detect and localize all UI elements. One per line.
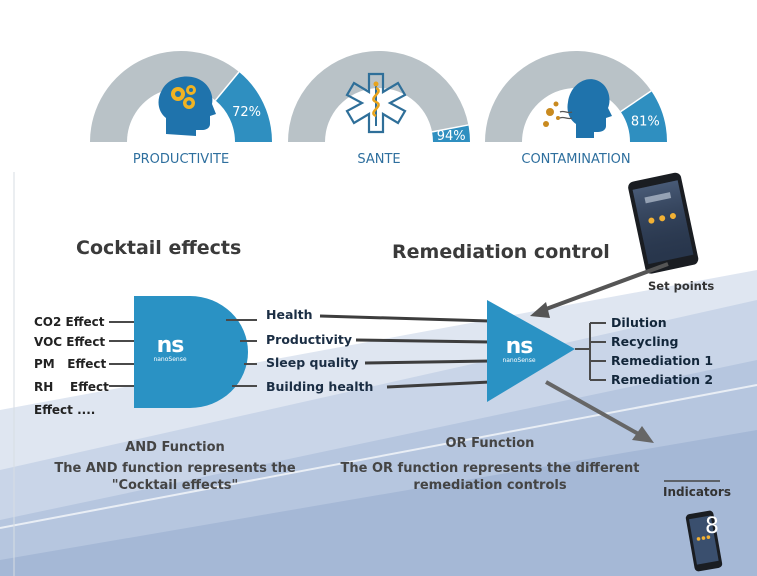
output-recycling: Recycling [611, 334, 679, 349]
output-dilution: Dilution [611, 315, 667, 330]
output-remediation-2: Remediation 2 [611, 372, 714, 387]
output-remediation-1: Remediation 1 [611, 353, 714, 368]
nanosense-logo-and: ns nanoSense [153, 333, 187, 364]
gauge-fill-productivite [215, 71, 272, 142]
input-pm: PM Effect [34, 357, 107, 371]
input-effect-more: Effect .... [34, 403, 96, 417]
head-breathing-icon [543, 79, 612, 138]
output-sleep-quality: Sleep quality [266, 355, 359, 370]
input-rh: RH Effect [34, 380, 109, 394]
gauge-contamination: 81% [485, 50, 667, 142]
set-points-label: Set points [648, 279, 715, 293]
gauge-divider-productivite [214, 71, 240, 101]
gauge-fill-contamination [620, 90, 667, 142]
and-caption-title: AND Function [125, 440, 225, 455]
output-productivity: Productivity [266, 332, 352, 347]
caduceus-star-icon [345, 72, 407, 134]
or-caption: OR Function The OR function represents t… [320, 436, 660, 493]
and-caption-line1: The AND function represents the [54, 461, 296, 476]
gauge-track-productivite [90, 51, 240, 142]
or-caption-line1: The OR function represents the different [340, 461, 640, 476]
and-caption: AND Function The AND function represents… [40, 440, 310, 493]
gauge-fill-sante [432, 124, 470, 142]
gauge-track-contamination [485, 50, 652, 142]
phone-icon [628, 172, 699, 274]
gauge-divider-contamination [620, 90, 652, 113]
input-co2: CO2 Effect [34, 315, 105, 329]
set-points-arrow [537, 262, 669, 314]
gauges: 72% 94% 81% [90, 50, 667, 144]
or-caption-title: OR Function [445, 436, 535, 451]
gauge-divider-sante [431, 124, 469, 133]
cocktail-effects-title: Cocktail effects [76, 237, 242, 259]
page-number: 8 [705, 514, 719, 539]
gauge-label-contamination: CONTAMINATION [521, 152, 631, 167]
indicators-arrow [545, 380, 643, 438]
output-health: Health [266, 307, 313, 322]
nanosense-logo-or: ns nanoSense [502, 334, 536, 365]
gauge-label-sante: SANTE [357, 152, 401, 167]
or-gate [487, 300, 575, 402]
input-voc: VOC Effect [34, 335, 106, 349]
gauge-value-contamination: 81% [631, 115, 660, 130]
or-caption-line2: remediation controls [413, 478, 567, 493]
phone-small-icon [685, 510, 723, 572]
gauge-productivite: 72% [90, 51, 272, 142]
indicators-label: Indicators [663, 485, 731, 499]
gauge-label-productivite: PRODUCTIVITE [132, 152, 230, 167]
gauge-track-sante [288, 50, 469, 143]
output-building-health: Building health [266, 379, 374, 394]
and-gate [134, 296, 248, 408]
gauge-value-productivite: 72% [232, 105, 261, 120]
gauge-value-sante: 94% [437, 129, 466, 144]
and-caption-line2: "Cocktail effects" [111, 478, 239, 493]
gauge-sante: 94% [288, 50, 470, 144]
head-gears-icon [158, 76, 216, 136]
remediation-control-title: Remediation control [392, 241, 610, 263]
